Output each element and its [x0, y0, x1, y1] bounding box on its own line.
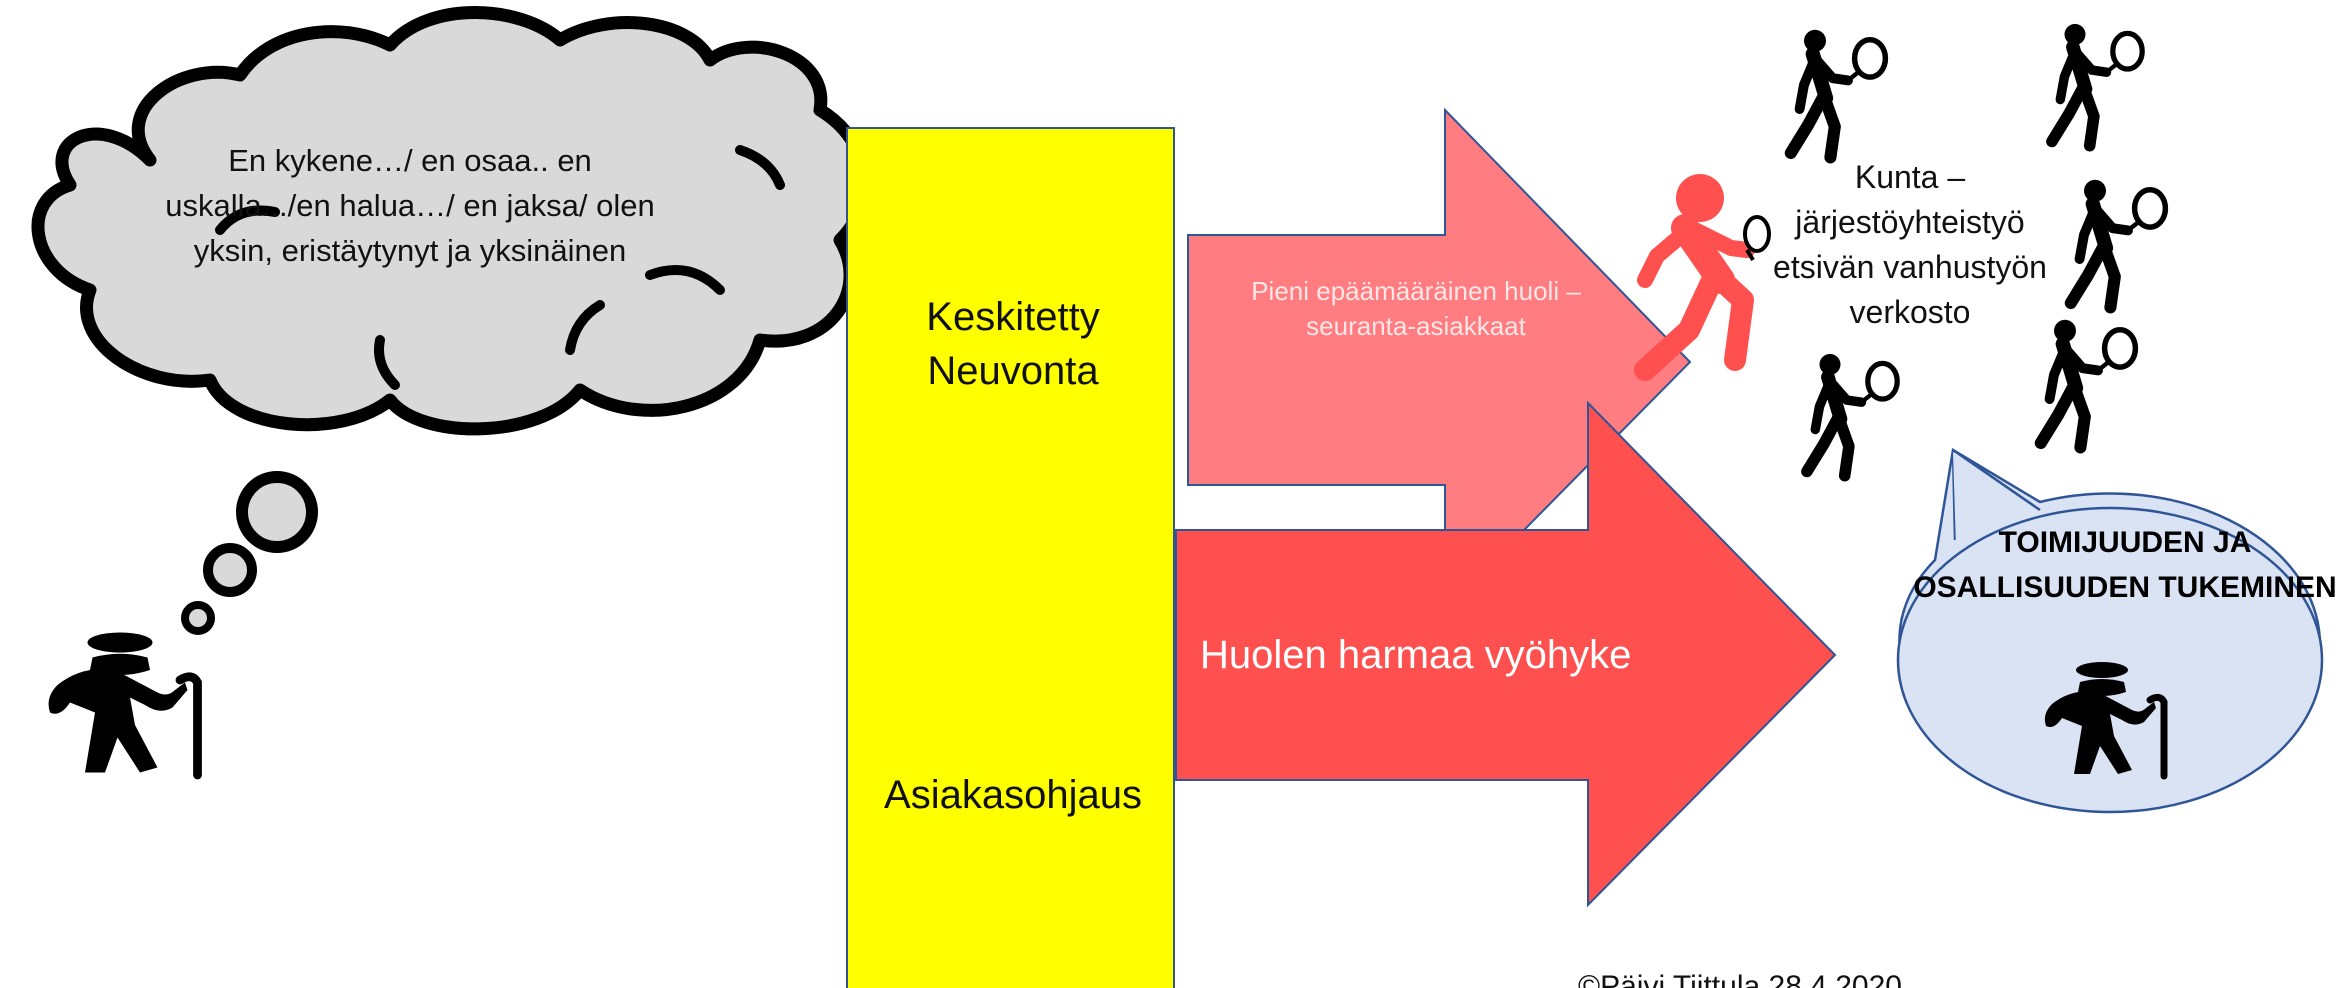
outreach-worker-icon: [1634, 174, 1771, 381]
cloud-inner-curve: [565, 300, 605, 355]
cloud-inner-curve: [374, 335, 400, 390]
support-label: TOIMIJUUDEN JA OSALLISUUDEN TUKEMINEN: [1913, 526, 2337, 604]
bubble-tail-cover: [1953, 452, 2035, 548]
thought-bubble-large: [236, 471, 318, 553]
thought-cloud: [31, 6, 872, 436]
thought-text: En kykene…/ en osaa.. en uskalla.../en h…: [165, 143, 655, 268]
bar-label-advisory: Keskitetty Neuvonta: [926, 295, 1100, 393]
network-label: Kunta – järjestöyhteistyö etsivän vanhus…: [1773, 159, 2047, 330]
thought-bubble-medium: [203, 543, 257, 597]
copyright-text: ©Päivi Tiittula 28.4.2020: [1578, 970, 1902, 988]
bubble-tail-edge: [1952, 448, 2041, 512]
grey-zone-arrow: [1175, 400, 1837, 908]
cloud-inner-curve: [735, 145, 785, 190]
bubble-tail-edge: [1951, 449, 1957, 541]
cloud-inner-curve: [645, 265, 725, 295]
large-arrow-label: Huolen harmaa vyöhyke: [1200, 633, 1632, 677]
cloud-inner-curve: [215, 205, 280, 235]
small-arrow-label: Pieni epäämääräinen huoli – seuranta-asi…: [1251, 276, 1581, 341]
bar-label-client-guidance: Asiakasohjaus: [884, 773, 1142, 817]
support-ellipse: [1896, 506, 2324, 814]
advisory-bar: [846, 127, 1175, 988]
thought-bubble-small: [181, 601, 215, 635]
small-concern-arrow: [1187, 107, 1692, 613]
